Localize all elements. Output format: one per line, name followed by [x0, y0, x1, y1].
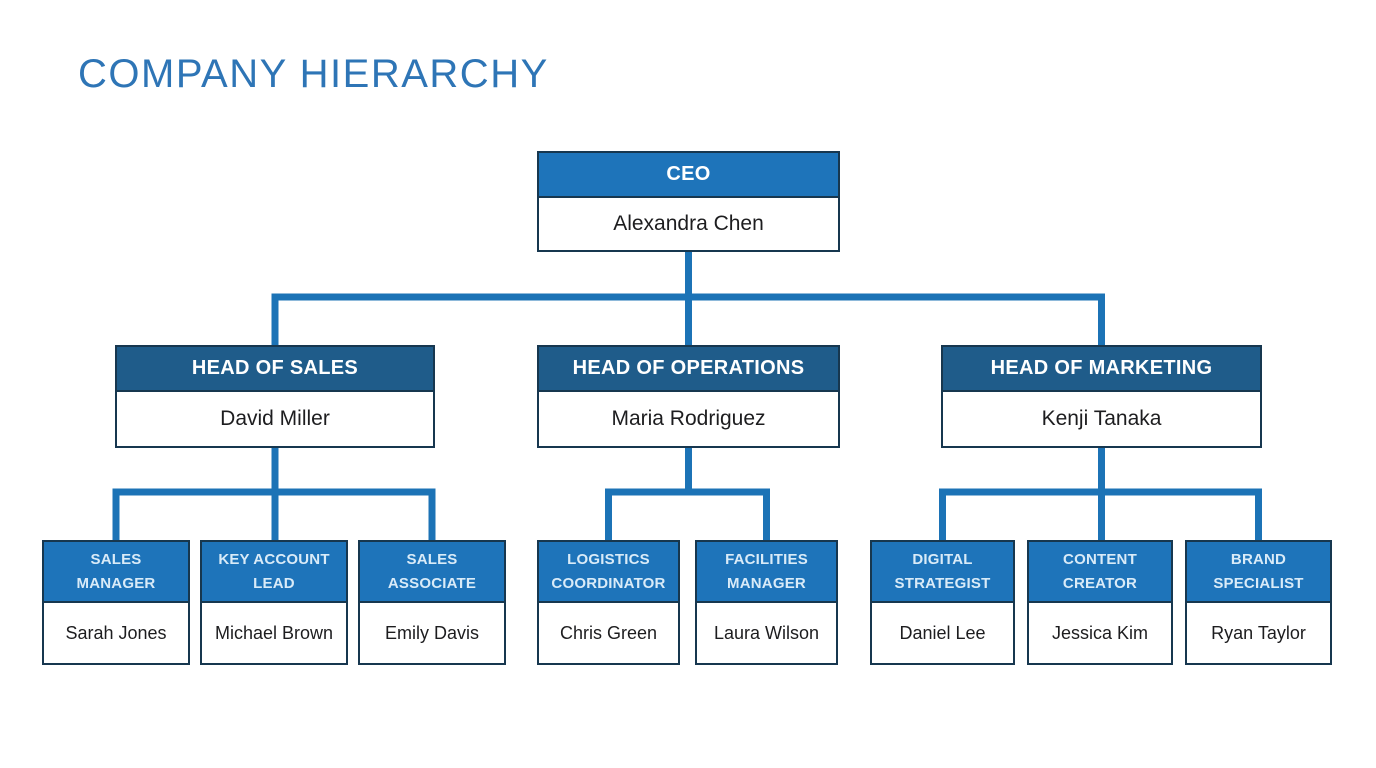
org-node-sales-associate[interactable]: SALES ASSOCIATE Emily Davis [358, 540, 506, 665]
org-node-head-of-operations[interactable]: HEAD OF OPERATIONS Maria Rodriguez [537, 345, 840, 448]
org-node-title: HEAD OF OPERATIONS [539, 347, 838, 392]
org-node-name: Alexandra Chen [539, 198, 838, 250]
org-node-name: Sarah Jones [44, 603, 188, 663]
org-node-digital-strategist[interactable]: DIGITAL STRATEGIST Daniel Lee [870, 540, 1015, 665]
org-node-name: Emily Davis [360, 603, 504, 663]
org-node-title: LOGISTICS COORDINATOR [539, 542, 678, 603]
org-node-name: Maria Rodriguez [539, 392, 838, 446]
org-node-key-account-lead[interactable]: KEY ACCOUNT LEAD Michael Brown [200, 540, 348, 665]
connector-marketing-to-members [939, 446, 1262, 540]
org-node-name: Michael Brown [202, 603, 346, 663]
org-node-title: HEAD OF MARKETING [943, 347, 1260, 392]
connector-ceo-to-departments [271, 250, 1105, 345]
org-node-title: BRAND SPECIALIST [1187, 542, 1330, 603]
org-node-ceo[interactable]: CEO Alexandra Chen [537, 151, 840, 252]
org-node-head-of-marketing[interactable]: HEAD OF MARKETING Kenji Tanaka [941, 345, 1262, 448]
org-node-title: CEO [539, 153, 838, 198]
org-node-name: Jessica Kim [1029, 603, 1171, 663]
org-node-title: SALES MANAGER [44, 542, 188, 603]
connector-operations-to-members [605, 446, 770, 540]
org-node-content-creator[interactable]: CONTENT CREATOR Jessica Kim [1027, 540, 1173, 665]
org-node-name: Kenji Tanaka [943, 392, 1260, 446]
org-node-title: HEAD OF SALES [117, 347, 433, 392]
org-node-title: DIGITAL STRATEGIST [872, 542, 1013, 603]
connector-sales-to-members [112, 446, 436, 540]
org-node-title: FACILITIES MANAGER [697, 542, 836, 603]
org-node-head-of-sales[interactable]: HEAD OF SALES David Miller [115, 345, 435, 448]
org-node-name: Laura Wilson [697, 603, 836, 663]
org-node-facilities-manager[interactable]: FACILITIES MANAGER Laura Wilson [695, 540, 838, 665]
org-node-brand-specialist[interactable]: BRAND SPECIALIST Ryan Taylor [1185, 540, 1332, 665]
org-node-sales-manager[interactable]: SALES MANAGER Sarah Jones [42, 540, 190, 665]
org-node-name: Ryan Taylor [1187, 603, 1330, 663]
org-node-title: CONTENT CREATOR [1029, 542, 1171, 603]
page-title: COMPANY HIERARCHY [78, 52, 549, 96]
org-node-name: David Miller [117, 392, 433, 446]
org-node-title: SALES ASSOCIATE [360, 542, 504, 603]
org-node-name: Chris Green [539, 603, 678, 663]
org-node-logistics-coordinator[interactable]: LOGISTICS COORDINATOR Chris Green [537, 540, 680, 665]
org-node-name: Daniel Lee [872, 603, 1013, 663]
org-node-title: KEY ACCOUNT LEAD [202, 542, 346, 603]
